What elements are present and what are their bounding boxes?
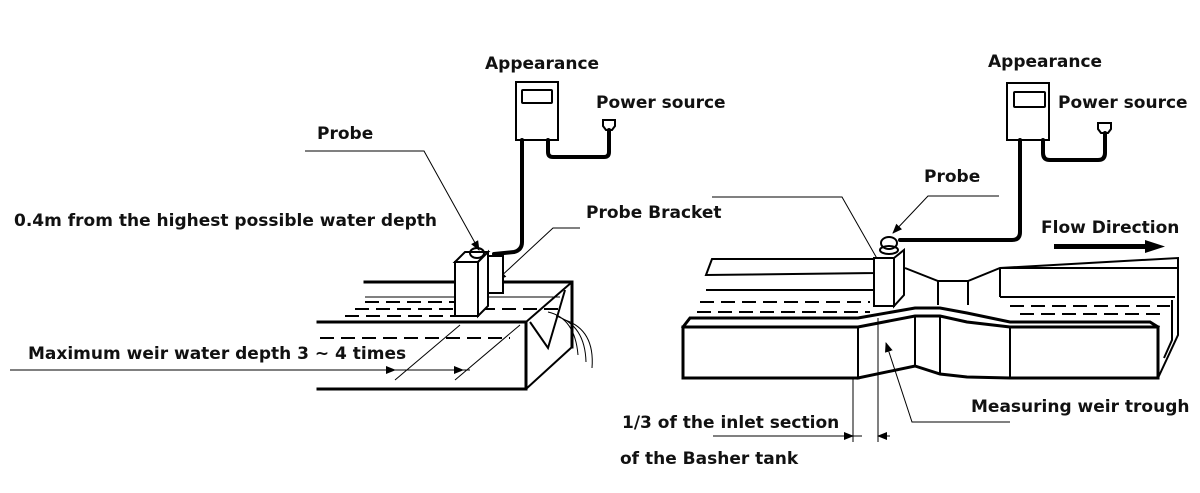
dim-extension-2 <box>454 324 521 381</box>
left-probe-bracket-label: Probe Bracket <box>586 203 722 223</box>
right-power-cable <box>1041 131 1107 162</box>
display-unit-icon <box>1006 82 1050 141</box>
left-appearance-label: Appearance <box>485 54 599 74</box>
measuring-weir-trough <box>680 256 1179 380</box>
inlet-note-line2: of the Basher tank <box>620 449 799 469</box>
right-appearance-label: Appearance <box>988 52 1102 72</box>
power-plug-icon <box>1097 122 1112 134</box>
weir-trough-label: Measuring weir trough <box>971 397 1189 417</box>
left-power-source-label: Power source <box>596 93 726 113</box>
left-probe-label: Probe <box>317 124 373 144</box>
power-plug-icon <box>602 119 616 131</box>
flow-direction-label: Flow Direction <box>1041 218 1179 238</box>
left-distance-note: Maximum weir water depth 3 ~ 4 times <box>28 344 406 364</box>
display-unit-icon <box>515 81 559 141</box>
ultrasonic-probe-icon <box>452 247 504 319</box>
flow-arrow-icon <box>1054 240 1165 253</box>
right-power-source-label: Power source <box>1058 93 1188 113</box>
left-panel: Appearance Power source Probe Probe Brac… <box>10 54 726 391</box>
weir-trough-leader <box>885 342 1010 423</box>
left-probe-cable <box>492 138 524 256</box>
right-panel: Appearance Power source Probe Flow Direc… <box>620 52 1189 469</box>
left-bracket-leader <box>496 227 580 281</box>
right-probe-leader <box>892 195 999 234</box>
inlet-note-line1: 1/3 of the inlet section <box>622 413 839 433</box>
ultrasonic-probe-icon <box>873 236 905 309</box>
left-probe-leader <box>305 150 480 251</box>
left-power-cable <box>546 128 611 159</box>
left-height-note: 0.4m from the highest possible water dep… <box>14 211 437 231</box>
right-probe-cable <box>898 138 1022 242</box>
dim-extension-1 <box>394 324 461 381</box>
right-bracket-leader <box>712 196 880 263</box>
right-probe-label: Probe <box>924 167 980 187</box>
